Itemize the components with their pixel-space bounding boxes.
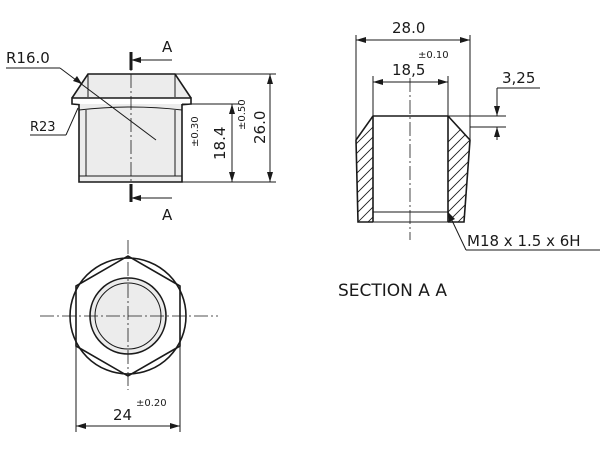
top-view: 24 ±0.20 — [40, 240, 218, 432]
dim-arrow-hex-right — [170, 423, 180, 429]
dim-inner-height: 18.4 — [211, 127, 229, 160]
dim-arrow-collar-top — [494, 106, 500, 116]
dim-total-height: 26.0 — [251, 111, 269, 144]
section-mark-top: A — [162, 38, 173, 56]
dim-collar: 3,25 — [502, 69, 535, 87]
tol-bore: ±0.10 — [418, 50, 449, 61]
dim-arrow-bore-left — [373, 79, 383, 85]
tol-hex: ±0.20 — [136, 398, 167, 409]
dim-arrow-hex-left — [76, 423, 86, 429]
side-view-sleeve — [78, 104, 183, 183]
tol-inner-height: ±0.30 — [190, 116, 201, 147]
dim-arrow-outer-right — [460, 37, 470, 43]
thread-leader-arrow — [448, 212, 455, 222]
section-hatch-left — [356, 116, 373, 222]
thread-spec: M18 x 1.5 x 6H — [467, 232, 581, 250]
radius-cap-label: R16.0 — [6, 49, 50, 67]
tol-total-height: ±0.50 — [237, 99, 248, 130]
radius-cap-arrow — [73, 76, 82, 84]
side-view-cap-fill — [72, 74, 191, 98]
dim-arrow-inner-bottom — [229, 172, 235, 182]
dim-arrow-outer-left — [356, 37, 366, 43]
dim-arrow-bore-right — [438, 79, 448, 85]
section-outer-left — [355, 115, 374, 223]
section-arrow-top-head — [131, 57, 141, 63]
section-mark-bottom: A — [162, 206, 173, 224]
side-view-cap — [71, 73, 192, 99]
dim-outer-width: 28.0 — [392, 19, 425, 37]
dim-arrow-collar-bottom — [494, 127, 500, 137]
section-outer-right — [447, 115, 471, 223]
radius-sleeve-label: R23 — [30, 120, 56, 135]
dim-hex: 24 — [113, 406, 132, 424]
side-view-sleeve-fill — [79, 104, 182, 182]
side-view: A A R16.0 R23 18.4 ±0.30 26.0 ±0.50 — [6, 38, 276, 224]
section-arrow-bottom-head — [131, 195, 141, 201]
dim-arrow-total-bottom — [267, 172, 273, 182]
section-title: SECTION A A — [338, 281, 447, 301]
dim-arrow-total-top — [267, 74, 273, 84]
dim-arrow-inner-top — [229, 104, 235, 114]
radius-sleeve-leader — [65, 107, 79, 136]
section-view: 28.0 18,5 ±0.10 3,25 M18 x 1.5 x 6H SECT… — [338, 19, 600, 301]
dim-bore: 18,5 — [392, 61, 425, 79]
